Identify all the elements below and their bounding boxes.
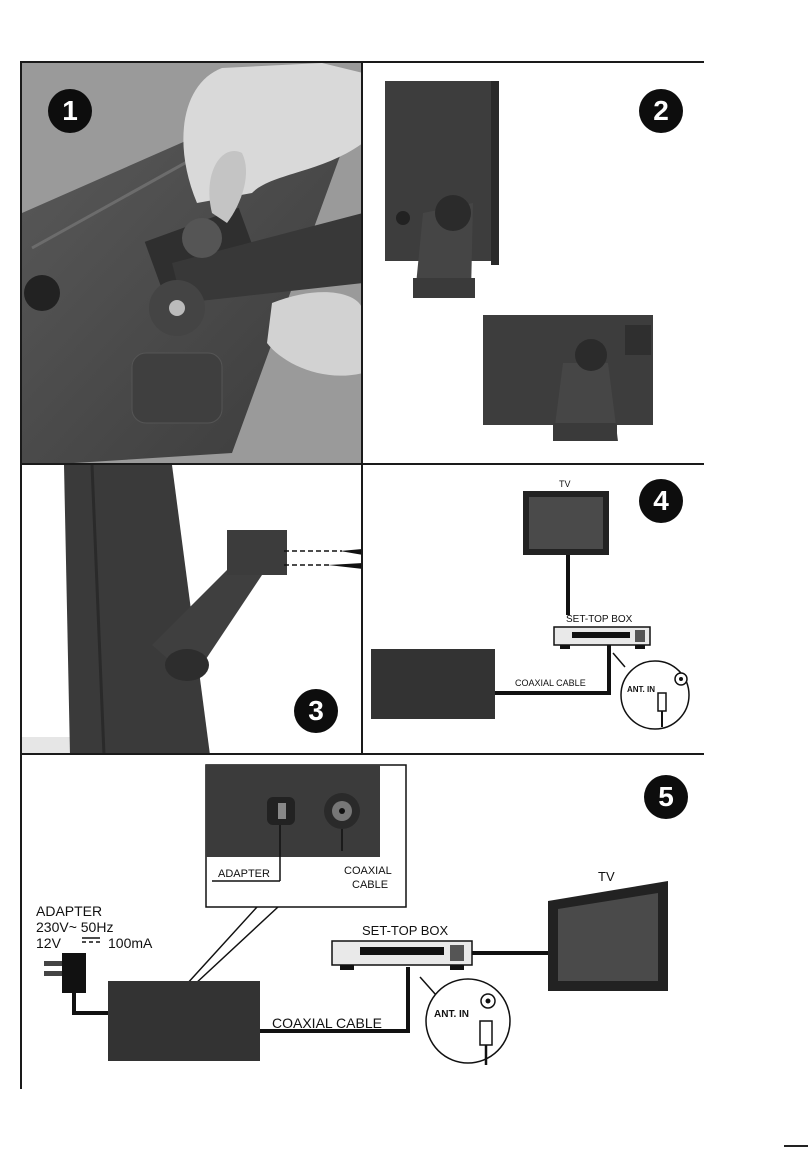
inset-coaxial-label-line1: COAXIAL: [344, 865, 392, 877]
inset-adapter-label: ADAPTER: [218, 868, 270, 880]
ant-in-label: ANT. IN: [627, 685, 655, 694]
step-2-illustration: [385, 81, 653, 441]
adapter-input-rating: 230V~ 50Hz: [36, 919, 114, 935]
step-number-badge: 5: [644, 775, 688, 819]
set-top-box-label: SET-TOP BOX: [362, 923, 449, 938]
step-2-panel: 2: [363, 63, 704, 465]
adapter-title: ADAPTER: [36, 903, 103, 919]
step-5-panel: 5 ADAPTER 230V~ 50Hz 12V 100mA ADAPTER C…: [22, 755, 704, 1089]
tv-label: TV: [598, 869, 615, 884]
adapter-output-voltage: 12V: [36, 935, 61, 951]
step-number-badge: 1: [48, 89, 92, 133]
step-1-panel: 1: [22, 63, 363, 465]
step-5-connection-diagram: [44, 764, 668, 1065]
coaxial-cable-label: COAXIAL CABLE: [272, 1015, 382, 1031]
step-4-panel: 4 TV SET-TOP BOX COAXIAL CABLE ANT. IN: [363, 465, 704, 755]
step-number-badge: 3: [294, 689, 338, 733]
instruction-sheet: 1 2 3: [20, 61, 704, 1089]
tv-label: TV: [559, 479, 571, 489]
step-3-panel: 3: [22, 465, 363, 755]
step-1-illustration: [22, 63, 361, 463]
page-edge-mark: [784, 1145, 808, 1147]
step-number-badge: 4: [639, 479, 683, 523]
ant-in-label: ANT. IN: [434, 1009, 469, 1020]
step-3-illustration: [22, 465, 361, 753]
step-4-connection-diagram: [371, 491, 690, 730]
coaxial-cable-label: COAXIAL CABLE: [515, 678, 586, 688]
set-top-box-label: SET-TOP BOX: [566, 614, 633, 625]
adapter-output-current: 100mA: [108, 935, 153, 951]
inset-coaxial-label-line2: CABLE: [352, 879, 389, 891]
step-number-badge: 2: [639, 89, 683, 133]
